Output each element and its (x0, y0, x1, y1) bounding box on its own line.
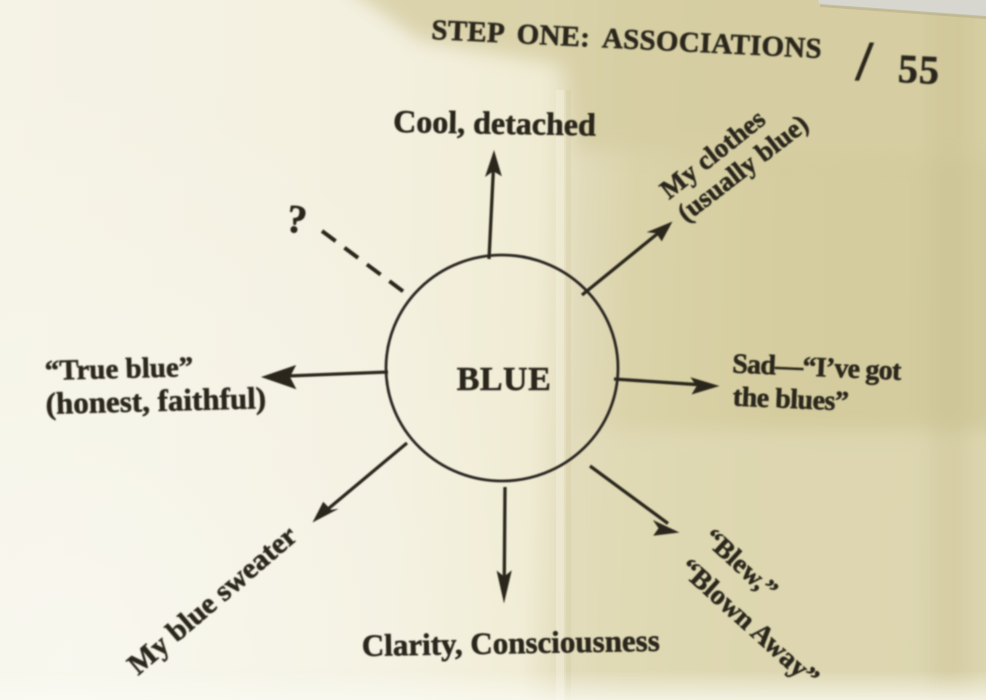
svg-text:Cool, detached: Cool, detached (393, 103, 596, 143)
svg-text:55: 55 (897, 46, 941, 93)
svg-text:Clarity, Consciousness: Clarity, Consciousness (362, 623, 661, 663)
svg-text:BLUE: BLUE (457, 361, 552, 398)
svg-text:the blues”: the blues” (732, 382, 849, 418)
svg-text:(honest, faithful): (honest, faithful) (45, 380, 266, 421)
svg-text:/: / (854, 30, 875, 94)
svg-text:“True blue”: “True blue” (44, 351, 193, 387)
svg-text:Sad—“I’ve got: Sad—“I’ve got (732, 349, 903, 387)
